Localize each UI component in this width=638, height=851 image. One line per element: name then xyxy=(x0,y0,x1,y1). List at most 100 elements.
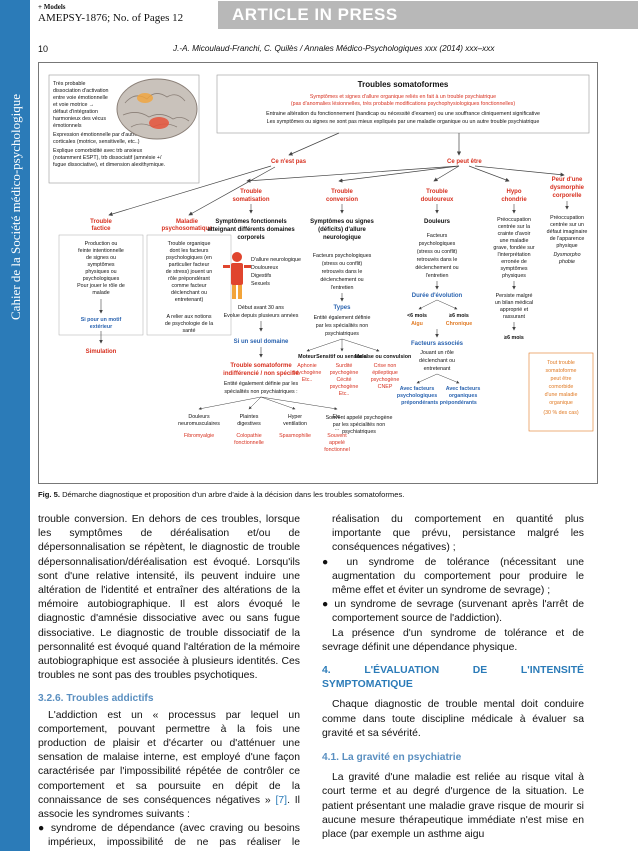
svg-text:corporels: corporels xyxy=(237,235,265,241)
citation-link[interactable]: [7] xyxy=(275,794,288,806)
running-title: J.-A. Micoulaud-Franchi, C. Quilès / Ann… xyxy=(173,44,495,53)
section-heading: 4. L'ÉVALUATION DE L'INTENSITÉ SYMPTOMAT… xyxy=(322,665,584,691)
svg-text:psychogène: psychogène xyxy=(371,377,400,383)
brain-note-line: défaut d'intégration xyxy=(53,109,98,115)
brain-note-line: (notamment ESPT), trb dissociatif (amnés… xyxy=(53,155,162,161)
svg-text:dont les facteurs: dont les facteurs xyxy=(170,248,209,254)
svg-text:Trouble: Trouble xyxy=(90,219,112,225)
svg-text:Persiste malgré: Persiste malgré xyxy=(496,293,533,299)
journal-side-title: Cahier de la Société médico-psychologiqu… xyxy=(8,94,23,320)
hypochondrie-box: Préoccupation centrée sur la crainte d'a… xyxy=(493,204,535,341)
svg-text:physique: physique xyxy=(556,243,577,249)
paragraph: réalisation du comportement en quantité … xyxy=(332,514,584,554)
brain-note-line: Très probable xyxy=(53,81,86,87)
svg-text:psychogène: psychogène xyxy=(293,370,322,376)
brain-note-line: entre voie émotionnelle xyxy=(53,95,108,101)
svg-text:déclenchant ou: déclenchant ou xyxy=(419,358,455,364)
svg-text:Si pour un motif: Si pour un motif xyxy=(81,317,122,323)
svg-text:par les spécialités non: par les spécialités non xyxy=(316,323,368,329)
svg-text:Colopathie: Colopathie xyxy=(236,433,261,439)
brain-note-line: corticales (motrice, sensitivelle, etc..… xyxy=(53,139,140,145)
svg-text:Début avant 30 ans: Début avant 30 ans xyxy=(238,305,284,311)
svg-text:Aigu: Aigu xyxy=(411,321,423,327)
svg-text:(déficits) d'allure: (déficits) d'allure xyxy=(318,227,366,233)
svg-text:Douloureux: Douloureux xyxy=(251,265,278,271)
svg-text:extérieur: extérieur xyxy=(90,324,112,330)
svg-text:Facteurs associés: Facteurs associés xyxy=(411,341,464,347)
psychosomatique-column: Maladie psychosomatique Trouble organiqu… xyxy=(146,219,232,336)
page-number: 10 xyxy=(38,44,49,54)
svg-text:Facteurs psychologiques: Facteurs psychologiques xyxy=(313,253,372,259)
svg-text:Préoccupation: Préoccupation xyxy=(550,215,584,221)
svg-text:Etc.: Etc. xyxy=(332,414,341,420)
svg-text:fonctionnelle: fonctionnelle xyxy=(234,440,264,446)
svg-text:somatisation: somatisation xyxy=(232,197,269,203)
svg-text:erronée de: erronée de xyxy=(501,259,527,265)
svg-text:Plaintes: Plaintes xyxy=(240,414,259,420)
svg-text:Jouant un rôle: Jouant un rôle xyxy=(420,350,454,356)
svg-text:Spasmophilie: Spasmophilie xyxy=(279,433,311,439)
svg-text:Cécité: Cécité xyxy=(336,377,351,383)
svg-text:conversion: conversion xyxy=(326,197,358,203)
svg-text:somatoforme: somatoforme xyxy=(546,368,577,374)
svg-text:Si un seul domaine: Si un seul domaine xyxy=(234,339,289,345)
journal-side-bar: Cahier de la Société médico-psychologiqu… xyxy=(0,0,30,851)
svg-text:Hypo: Hypo xyxy=(507,189,522,195)
svg-text:organiques: organiques xyxy=(449,393,478,399)
svg-text:(stress ou conflit): (stress ou conflit) xyxy=(322,261,363,267)
brain-note-line: harmonieux des vécus xyxy=(53,116,106,122)
svg-text:Trouble: Trouble xyxy=(240,189,262,195)
svg-text:physiques: physiques xyxy=(502,273,526,279)
svg-text:Simulation: Simulation xyxy=(86,349,117,355)
caption-label: Fig. 5. xyxy=(38,490,60,499)
paragraph: Chaque diagnostic de trouble mental doit… xyxy=(322,699,584,739)
douloureux-box: Douleurs Facteurs psychologiques (stress… xyxy=(397,204,480,406)
subsection-heading: 3.2.6. Troubles addictifs xyxy=(38,693,154,705)
svg-text:Types: Types xyxy=(334,305,352,311)
svg-text:psychiatriques: psychiatriques xyxy=(325,331,359,337)
svg-text:l'entretien: l'entretien xyxy=(331,285,354,291)
svg-text:Tout trouble: Tout trouble xyxy=(547,360,575,366)
body-figure-icon xyxy=(223,252,251,299)
svg-text:Souvent appelé psychogène: Souvent appelé psychogène xyxy=(326,415,393,421)
peur-dysmorphie-box: Préoccupation centrée sur un défaut imag… xyxy=(547,201,587,265)
somatisation-box: Symptômes fonctionnels atteignant différ… xyxy=(207,204,301,358)
svg-text:de l'apparence: de l'apparence xyxy=(550,236,585,242)
svg-text:spécialités non psychiatriques: spécialités non psychiatriques : xyxy=(224,389,297,395)
svg-text:≥6 mois: ≥6 mois xyxy=(504,335,524,341)
svg-text:psychosomatique: psychosomatique xyxy=(161,226,213,232)
svg-text:comme facteur: comme facteur xyxy=(171,283,206,289)
model-tag: + Models xyxy=(38,3,66,11)
svg-text:Peur d'une: Peur d'une xyxy=(552,177,583,183)
root-red-line: (pas d'anomalies lésionnelles, très prob… xyxy=(291,101,515,107)
svg-text:approprié et: approprié et xyxy=(500,307,529,313)
svg-text:douloureux: douloureux xyxy=(421,197,454,203)
svg-text:feinte intentionnelle: feinte intentionnelle xyxy=(78,248,124,254)
paragraph: La présence d'un syndrome de tolérance e… xyxy=(322,627,584,653)
svg-text:Evolue depuis plusieurs années: Evolue depuis plusieurs années xyxy=(224,313,299,319)
svg-text:Souvent: Souvent xyxy=(327,433,347,439)
svg-text:Crise non: Crise non xyxy=(374,363,397,369)
svg-text:Symptômes fonctionnels: Symptômes fonctionnels xyxy=(215,219,287,225)
svg-text:entretenant): entretenant) xyxy=(175,297,204,303)
svg-text:Douleurs: Douleurs xyxy=(188,414,210,420)
svg-text:Pour jouer le rôle de: Pour jouer le rôle de xyxy=(77,283,125,289)
article-code: AMEPSY-1876; No. of Pages 12 xyxy=(38,12,184,24)
svg-text:Trouble: Trouble xyxy=(426,189,448,195)
svg-text:ventilation: ventilation xyxy=(283,421,307,427)
svg-text:≥6 mois: ≥6 mois xyxy=(449,313,469,319)
svg-text:indifférencié / non spécifié: indifférencié / non spécifié xyxy=(223,371,299,377)
svg-text:rôle prépondérant: rôle prépondérant xyxy=(168,276,210,282)
svg-text:psychiatriques: psychiatriques xyxy=(342,429,376,435)
root-black-line: Les symptômes ou signes ne sont pas mieu… xyxy=(267,119,540,125)
decision-tree-diagram: text { font-family: "Liberation Sans", s… xyxy=(48,74,594,453)
brain-note-line: Explique comorbidité avec trb anxieux xyxy=(53,148,143,154)
svg-text:Malaise ou convulsion: Malaise ou convulsion xyxy=(355,354,412,360)
svg-text:retrouvés dans le: retrouvés dans le xyxy=(322,269,363,275)
conversion-box: Symptômes ou signes (déficits) d'allure … xyxy=(293,204,412,435)
comorbidity-box: Tout trouble somatoforme peut être comor… xyxy=(528,352,594,432)
svg-text:symptômes: symptômes xyxy=(87,262,114,268)
svg-text:l'interprétation: l'interprétation xyxy=(497,252,530,258)
subsection-heading: 4.1. La gravité en psychiatrie xyxy=(322,752,462,764)
svg-text:Digestifs: Digestifs xyxy=(251,273,272,279)
